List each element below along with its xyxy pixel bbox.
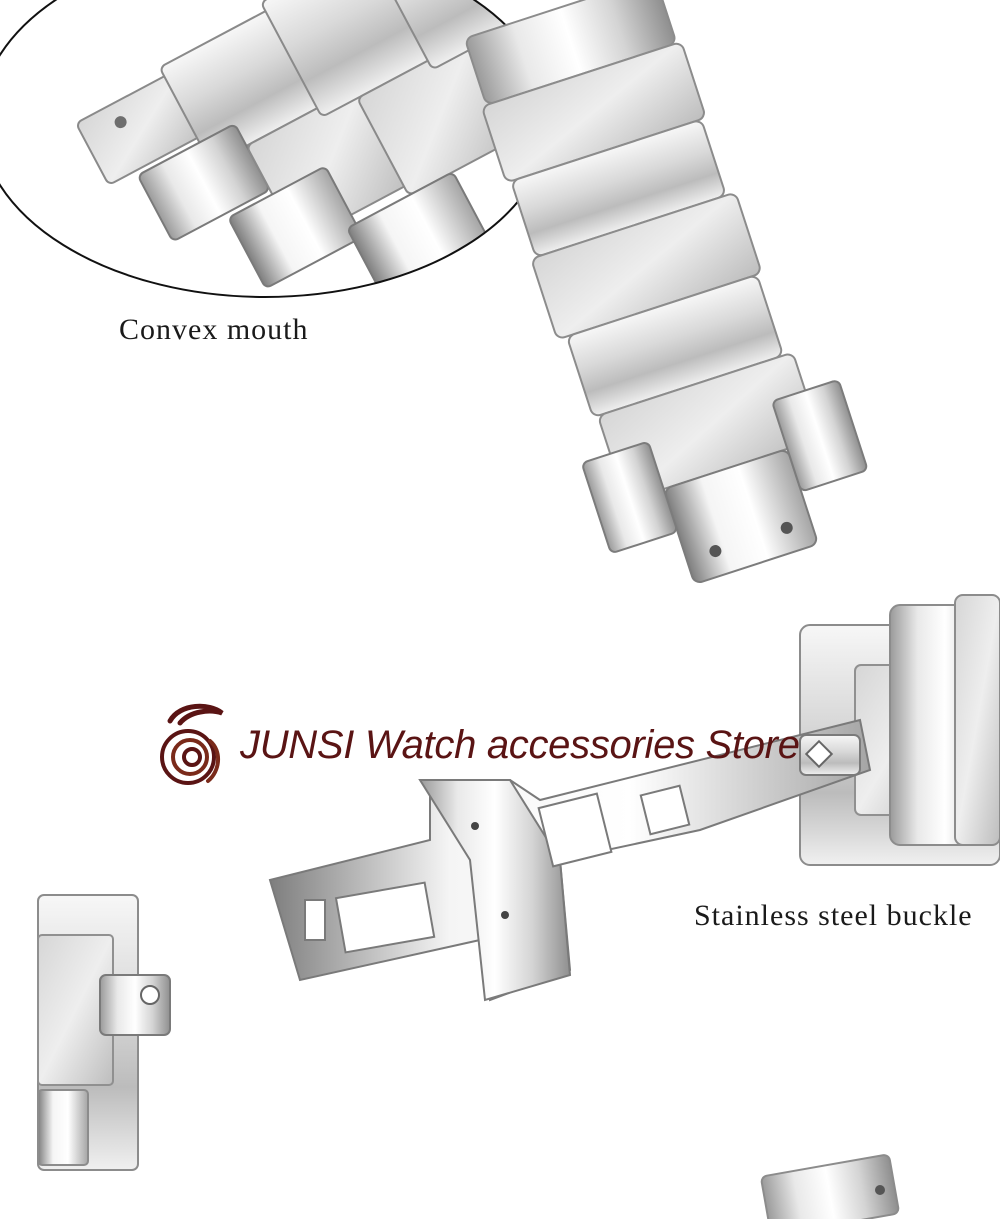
swirl-logo-icon (160, 703, 224, 785)
caption-stainless-steel-buckle: Stainless steel buckle (694, 899, 973, 932)
bracelet-lower-left (37, 894, 171, 1171)
bracelet-bottom-right-partial (760, 1154, 900, 1219)
bracelet-lower-right (799, 594, 1000, 866)
caption-convex-mouth: Convex mouth (119, 313, 309, 346)
store-watermark: JUNSI Watch accessories Store (150, 700, 800, 790)
bracelet-top-right (465, 0, 868, 584)
store-name: JUNSI Watch accessories Store (240, 722, 800, 767)
deployment-clasp (268, 718, 872, 1002)
